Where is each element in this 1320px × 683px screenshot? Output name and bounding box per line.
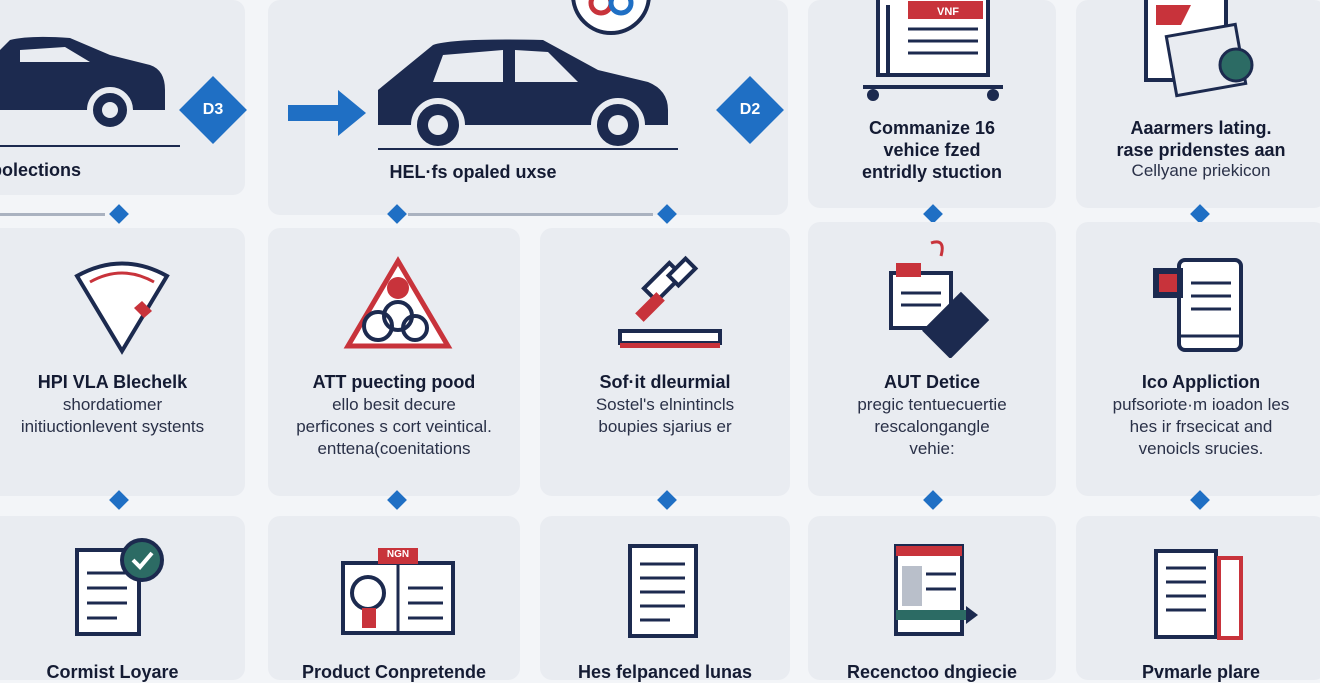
shield-icon [74,261,170,355]
top-icon-label: VNF [937,6,959,18]
card-middle-5-sub-line-3: venoicls srucies. [1138,439,1264,458]
card-middle-1-title: HPI VLA Blechelk [37,372,188,392]
card-middle-3-title: Sof·it dleurmial [599,372,731,392]
card-middle-3: Sof·it dleurmial Sostel's elnintincls bo… [540,228,790,496]
card-top-3-title-line-1: Commanize 16 [868,118,996,138]
card-middle-2-sub-line-1: ello besit decure [332,395,456,414]
connector-diamond [109,204,129,224]
card-middle-1-sub-line-1: shordatiomer [62,395,163,414]
step-badge-d2: D2 [716,76,784,144]
card-middle-4-sub-line-3: vehie: [909,439,955,458]
card-bottom-5: Pvmarle plare [1076,516,1320,682]
tool-device-icon [618,255,722,348]
card-middle-4-sub-line-2: rescalongangle [874,417,990,436]
card-middle-1-sub-line-2: initiuctionlevent systents [20,417,205,436]
connector-line [0,213,105,216]
card-middle-1: HPI VLA Blechelk shordatiomer initiuctio… [0,228,245,496]
card-middle-5-sub-line-2: hes ir frsecicat and [1129,417,1273,436]
documents-badge-icon [1144,0,1254,98]
step-badge-d3: D3 [179,76,247,144]
document-icon [628,544,698,638]
card-middle-5: Ico Appliction pufsoriote·m ioadon les h… [1076,222,1320,496]
card-top-1-title: opolections [0,160,82,180]
car-icon [378,39,668,150]
card-bottom-2: NGN Product Conpretende [268,516,520,682]
card-middle-4-title: AUT Detice [883,372,981,392]
card-top-3-title-line-2: vehice fzed [883,140,981,160]
card-top-4: Aaarmers lating. rase pridenstes aan Cel… [1076,0,1320,208]
car-icon [0,36,165,133]
card-top-3: VNF Commanize 16 vehice fzed entridly st… [808,0,1056,208]
card-bottom-1: Cormist Loyare [0,516,245,682]
card-middle-4: AUT Detice pregic tentuecuertie rescalon… [808,222,1056,496]
card-top-2: HEL·fs opaled uxse [268,0,788,215]
card-top-4-subtitle: Cellyane priekicon [1131,161,1271,180]
arrow-right-icon [288,90,366,136]
logo-icon [571,0,651,35]
step-badge-label: D2 [739,101,761,118]
bottom-icon-label: NGN [386,549,410,560]
card-middle-4-sub-line-1: pregic tentuecuertie [857,395,1007,414]
card-middle-2: ATT puecting pood ello besit decure perf… [268,228,520,496]
report-arrow-icon [894,544,978,636]
warning-icon [343,256,453,349]
card-middle-5-title: Ico Appliction [1141,372,1261,392]
card-bottom-2-title: Product Conpretende [301,662,486,682]
card-middle-2-sub-line-3: enttena(coenitations [317,439,471,458]
price-tag-icon [889,240,990,358]
card-top-2-title: HEL·fs opaled uxse [389,162,557,182]
step-badge-label: D3 [202,101,224,118]
checklist-icon [75,538,164,636]
card-top-4-title-line-2: rase pridenstes aan [1116,140,1286,160]
card-middle-3-sub-line-2: boupies sjarius er [598,417,732,436]
card-bottom-5-title: Pvmarle plare [1141,662,1261,682]
card-bottom-3-title: Hes felpanced lunas [577,662,753,682]
tablet-icon [1153,258,1243,352]
card-top-3-title-line-3: entridly stuction [861,162,1002,182]
connector-line [408,213,653,216]
card-bottom-4: Recenctoo dngiecie [808,516,1056,682]
card-middle-2-sub-line-2: perficones s cort veintical. [296,417,492,436]
card-bottom-1-title: Cormist Loyare [46,662,179,682]
book-magnifier-icon [341,548,455,635]
card-middle-5-sub-line-1: pufsoriote·m ioadon les [1112,395,1290,414]
card-bottom-3: Hes felpanced lunas [540,516,790,682]
card-middle-2-title: ATT puecting pood [312,372,476,392]
document-cart-icon [863,0,1003,101]
card-bottom-4-title: Recenctoo dngiecie [846,662,1018,682]
papers-icon [1154,549,1243,640]
card-middle-3-sub-line-1: Sostel's elnintincls [595,395,735,414]
card-top-4-title-line-1: Aaarmers lating. [1130,118,1272,138]
